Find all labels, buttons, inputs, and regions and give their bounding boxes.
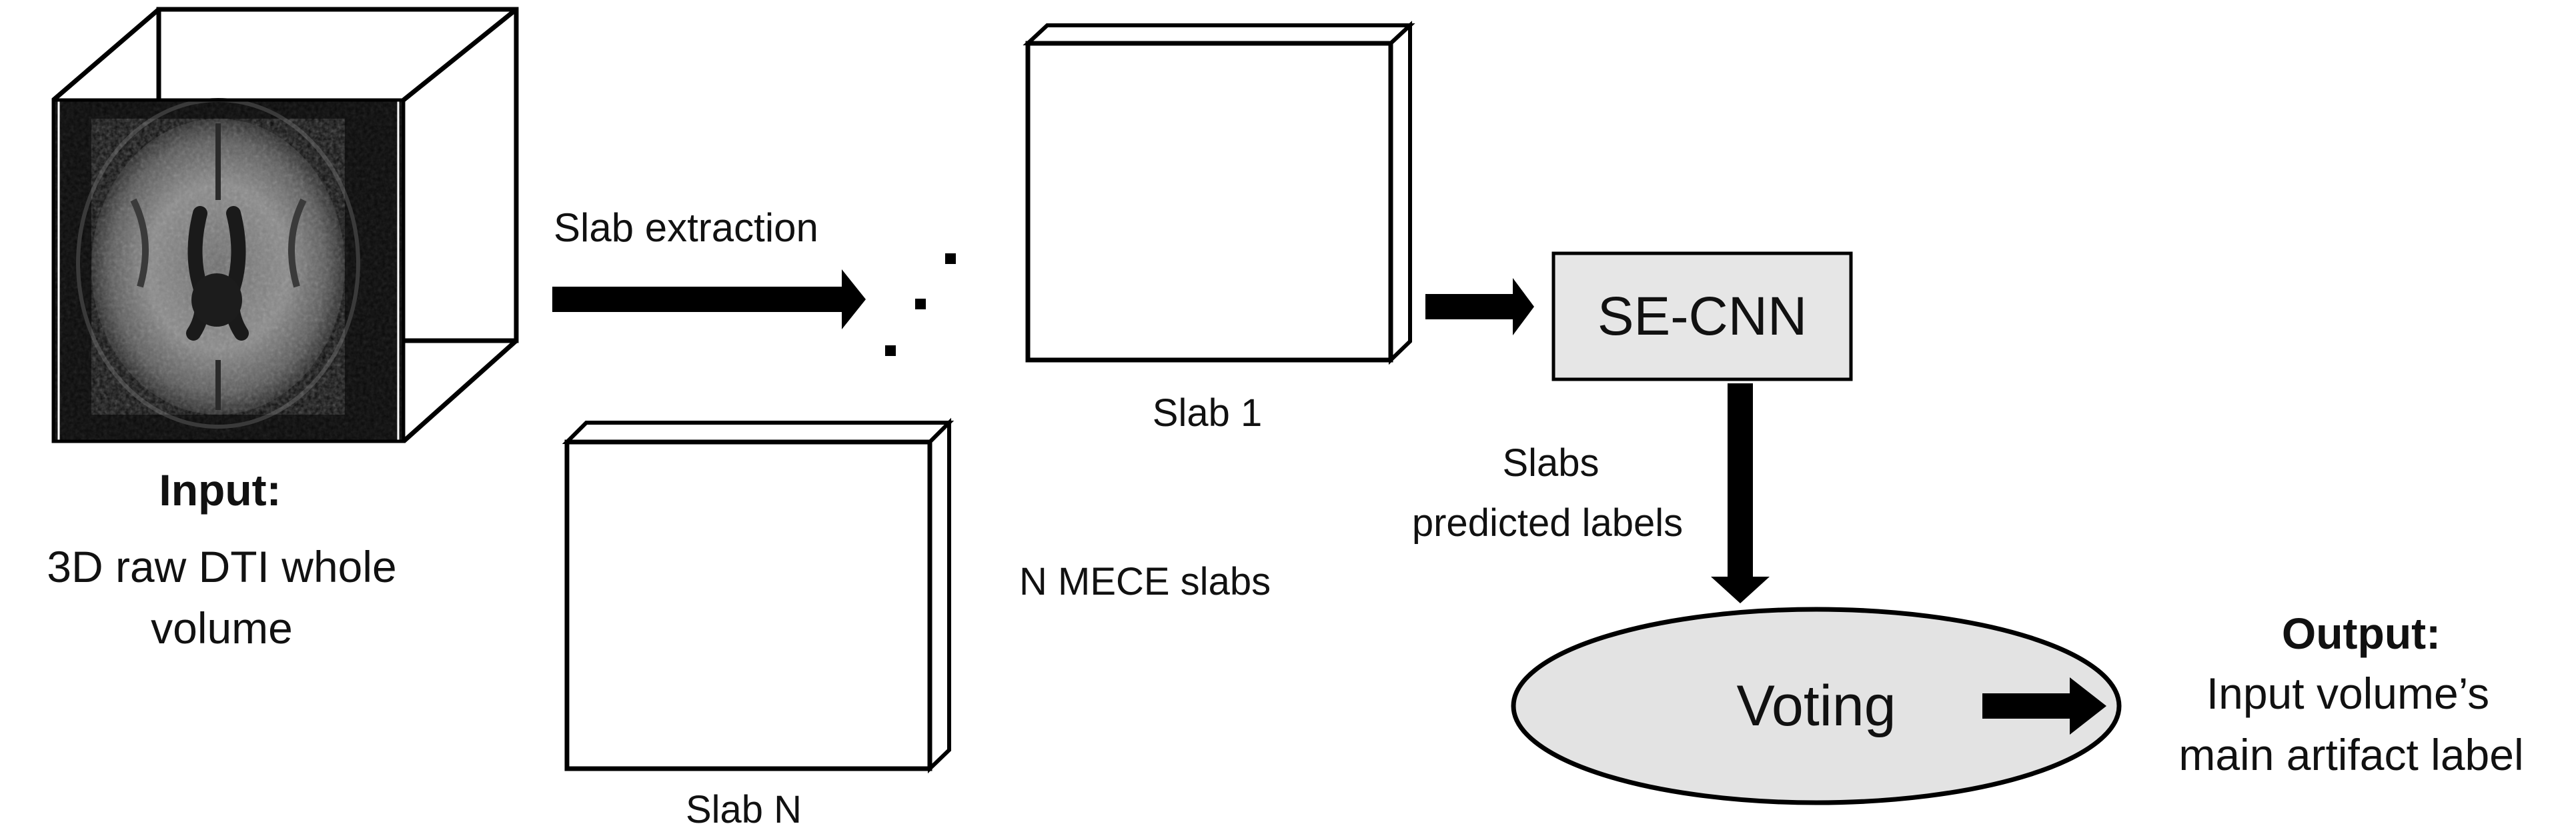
slab-1-label: Slab 1 [1152, 391, 1263, 435]
arrow-to-voting [1711, 383, 1770, 603]
input-description-line-2: volume [151, 603, 293, 653]
voting-ellipse [1511, 607, 2122, 805]
input-heading: Input: [159, 465, 281, 515]
slab-extraction-label: Slab extraction [554, 205, 818, 250]
model-box [1551, 251, 1853, 381]
slab-1 [1023, 21, 1415, 365]
arrow-to-output [1982, 677, 2106, 735]
slab-n-label: Slab N [685, 788, 802, 831]
predictions-label-line-1: Slabs [1502, 441, 1599, 485]
model-label: SE-CNN [1597, 285, 1808, 347]
cube-front-face [51, 98, 406, 443]
input-volume-cube [51, 7, 519, 443]
predictions-label-line-2: predicted labels [1411, 501, 1684, 545]
output-description-line-1: Input volume’s [2206, 669, 2490, 718]
input-description-line-1: 3D raw DTI whole [47, 542, 397, 591]
arrow-to-model [1425, 278, 1534, 335]
slab-extraction-arrow [552, 269, 866, 329]
voting-label: Voting [1736, 673, 1896, 738]
output-heading: Output: [2281, 609, 2441, 658]
slabs-group-label: N MECE slabs [1019, 560, 1271, 603]
brain-mri-slice-icon [76, 98, 360, 429]
output-description-line-2: main artifact label [2178, 730, 2524, 779]
cube-edge-top-right [402, 7, 518, 102]
ellipsis-dots [885, 253, 956, 356]
cube-edge-bottom-right [402, 339, 518, 443]
slab-n [562, 417, 954, 774]
cube-edge-top-left [51, 7, 161, 102]
